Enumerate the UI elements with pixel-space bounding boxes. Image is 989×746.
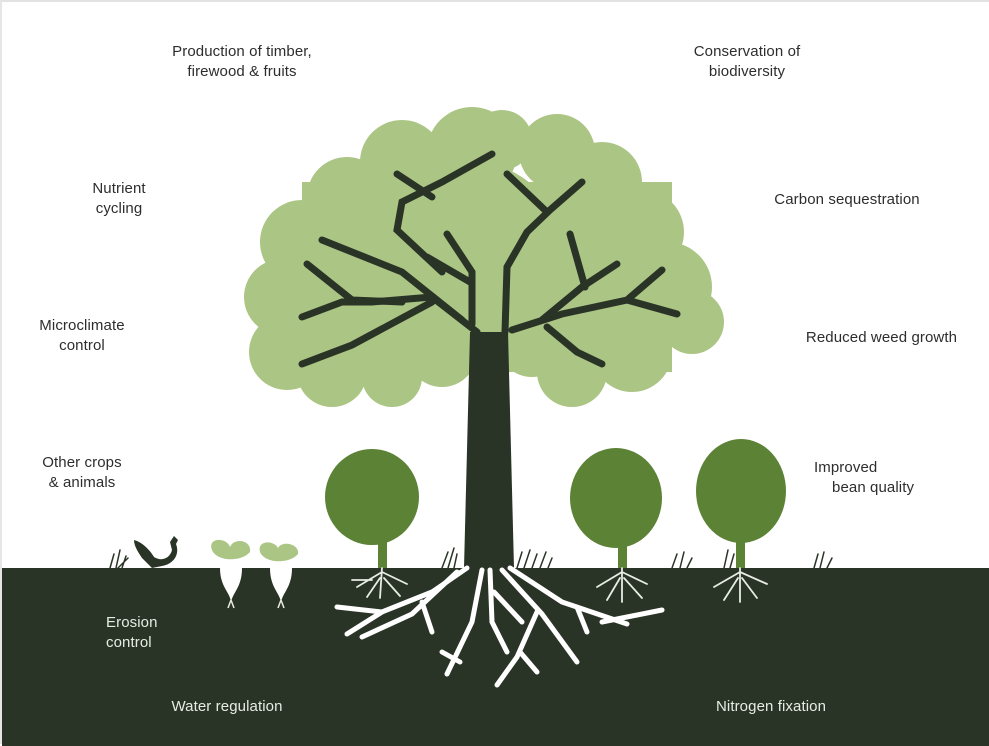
label-line: cycling xyxy=(95,200,143,217)
chicken-icon xyxy=(134,536,178,568)
label-other-crops: Other crops & animals xyxy=(27,453,137,493)
coffee-shrub-3 xyxy=(696,439,786,568)
label-line: control xyxy=(59,337,105,354)
label-line: Carbon sequestration xyxy=(774,191,920,208)
label-carbon-sequestration: Carbon sequestration xyxy=(752,190,942,210)
label-line: Erosion xyxy=(106,614,158,631)
root-crop-1 xyxy=(211,539,251,609)
main-tree-roots xyxy=(334,565,665,688)
label-line: Microclimate xyxy=(39,317,125,334)
coffee-shrub-2 xyxy=(570,448,662,568)
label-line: bean quality xyxy=(832,479,915,496)
label-production: Production of timber, firewood & fruits xyxy=(142,42,342,82)
label-line: Nutrient xyxy=(92,180,146,197)
main-tree-trunk xyxy=(298,150,681,568)
label-line: Conservation of xyxy=(693,43,801,60)
label-nutrient-cycling: Nutrient cycling xyxy=(69,179,169,219)
small-roots xyxy=(351,567,768,603)
label-line: Nitrogen fixation xyxy=(715,698,827,715)
label-biodiversity: Conservation of biodiversity xyxy=(672,42,822,82)
label-weed-growth: Reduced weed growth xyxy=(784,328,979,348)
coffee-shrub-1 xyxy=(325,449,419,568)
label-microclimate: Microclimate control xyxy=(22,316,142,356)
label-erosion-control: Erosion control xyxy=(106,613,176,653)
grass-tufts xyxy=(109,547,833,569)
root-crop-2 xyxy=(259,542,299,609)
label-water-regulation: Water regulation xyxy=(152,697,302,717)
label-line: Production of timber, xyxy=(172,43,312,60)
label-line: Other crops xyxy=(42,454,122,471)
label-nitrogen-fixation: Nitrogen fixation xyxy=(696,697,846,717)
label-line: firewood & fruits xyxy=(187,63,297,80)
label-line: Reduced weed growth xyxy=(805,329,958,346)
main-tree-canopy xyxy=(244,107,724,407)
label-line: Improved xyxy=(814,459,878,476)
label-line: & animals xyxy=(48,474,116,491)
label-bean-quality: Improved bean quality xyxy=(814,458,934,498)
label-line: control xyxy=(106,634,152,651)
soil-ground xyxy=(2,568,989,746)
label-line: biodiversity xyxy=(708,63,786,80)
label-line: Water regulation xyxy=(171,698,283,715)
